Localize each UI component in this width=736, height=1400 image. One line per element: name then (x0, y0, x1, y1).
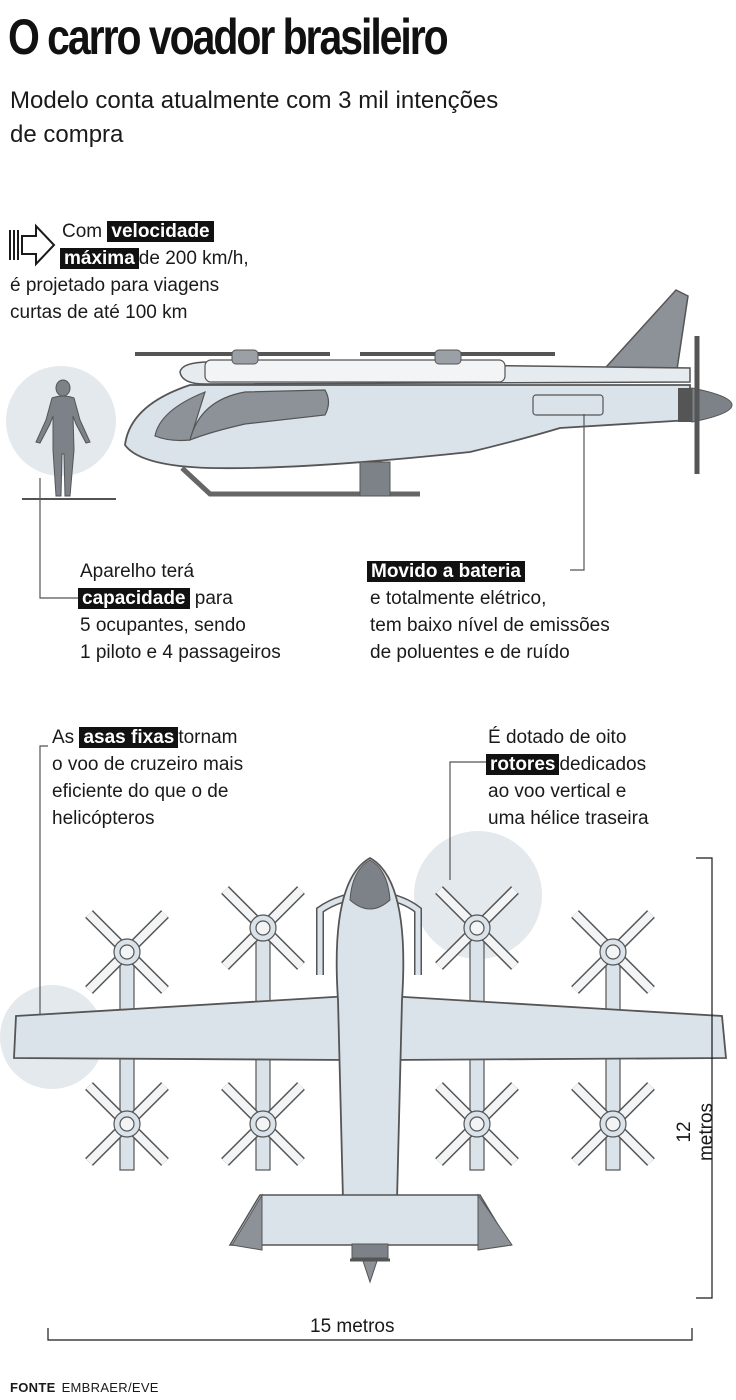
rotors-line-4: uma hélice traseira (488, 808, 649, 829)
wings-highlight: asas fixas (79, 727, 179, 748)
capacity-line-2: capacidade para (78, 585, 233, 612)
top-view-aircraft (13, 856, 727, 1284)
speed-highlight-2: máxima (60, 248, 139, 269)
speed-callout: Com velocidade (62, 218, 214, 245)
source-label: FONTE (10, 1380, 56, 1395)
width-dimension-label: 15 metros (310, 1316, 395, 1337)
battery-line-1: Movido a bateria (367, 558, 525, 585)
rotors-line-1: É dotado de oito (488, 727, 627, 748)
wings-line-4: helicópteros (52, 808, 155, 829)
side-view-aircraft (124, 289, 733, 497)
speed-line-3: é projetado para viagens (10, 275, 220, 296)
wings-pre: As (52, 727, 75, 748)
page-subtitle: Modelo conta atualmente com 3 mil intenç… (10, 87, 499, 148)
length-dimension-label: 12 metros (674, 1102, 717, 1162)
capacity-highlight: capacidade (78, 588, 190, 609)
capacity-line-1: Aparelho terá (80, 561, 195, 582)
rotor-group (85, 886, 655, 1166)
speed-arrow-icon (9, 223, 56, 267)
speed-line-4: curtas de até 100 km (10, 302, 188, 323)
capacity-line-3: 5 ocupantes, sendo (80, 615, 246, 636)
battery-highlight: Movido a bateria (367, 561, 525, 582)
speed-pre: Com (62, 221, 103, 242)
page-title: O carro voador brasileiro (8, 9, 449, 65)
rotors-line-3: ao voo vertical e (488, 781, 627, 802)
speed-highlight-1: velocidade (107, 221, 214, 242)
rotors-highlight: rotores (486, 754, 560, 775)
source-value: EMBRAER/EVE (61, 1380, 159, 1395)
wings-line-3: eficiente do que o de (52, 781, 229, 802)
capacity-line-4: 1 piloto e 4 passageiros (80, 642, 281, 663)
wings-line-2: o voo de cruzeiro mais (52, 754, 244, 775)
battery-line-4: de poluentes e de ruído (370, 642, 570, 663)
capacity-post: para (194, 588, 233, 609)
source-line: FONTE EMBRAER/EVE (10, 1380, 159, 1395)
battery-line-3: tem baixo nível de emissões (370, 615, 610, 636)
rotors-post: dedicados (559, 754, 647, 775)
battery-line-2: e totalmente elétrico, (370, 588, 547, 609)
speed-post: de 200 km/h, (138, 248, 249, 269)
rotor-circle (414, 831, 542, 959)
wings-post: tornam (178, 727, 238, 748)
human-figure-icon (35, 379, 91, 497)
